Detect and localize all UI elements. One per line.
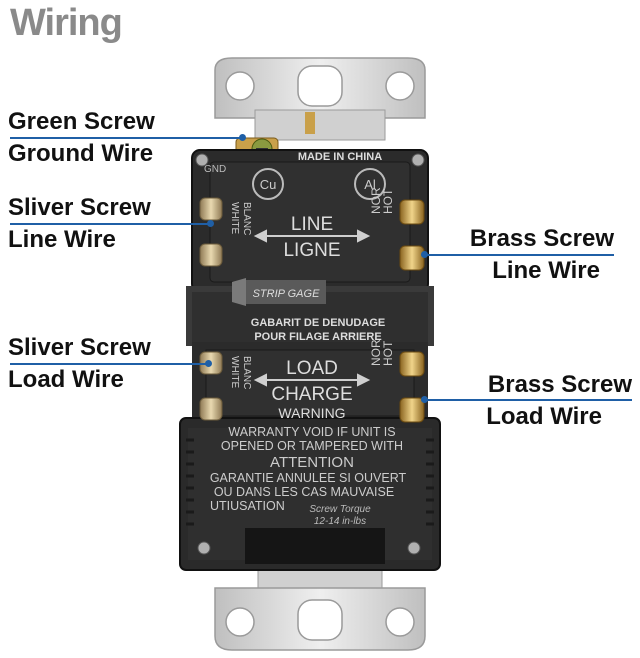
callout-silver-line-l1: Sliver Screw (8, 194, 151, 221)
callout-brass-line: Brass Screw Line Wire (470, 223, 614, 287)
silver-line-screws-icon (199, 197, 223, 267)
callout-silver-line: Sliver Screw Line Wire (8, 192, 151, 256)
callout-line-silver-load (10, 363, 208, 365)
white-text-upper: WHITE (229, 202, 240, 235)
garantie-line1: GARANTIE ANNULEE SI OUVERT (210, 471, 407, 485)
made-in-text: MADE IN CHINA (298, 151, 382, 163)
load-text: LOAD (286, 358, 338, 379)
brass-line-screws-icon (399, 199, 425, 271)
top-mounting-strap (214, 57, 426, 141)
garantie-line3: UTIUSATION (210, 499, 285, 513)
callout-green-l2: Ground Wire (8, 140, 154, 167)
callout-dot-brass-load (421, 396, 428, 403)
warning-text: WARNING (278, 405, 345, 421)
nor-text-upper: NOR (369, 187, 383, 214)
gabarit-line2: POUR FILAGE ARRIERE (254, 331, 381, 343)
callout-silver-load-l1: Sliver Screw (8, 334, 151, 361)
hot-text-upper: HOT (381, 188, 395, 214)
callout-brass-line-l1: Brass Screw (469, 225, 614, 252)
torque-line2: 12-14 in-lbs (314, 516, 366, 527)
callout-brass-load-l2: Load Wire (486, 403, 602, 430)
callout-line-brass-line (424, 254, 614, 256)
warranty-line1: WARRANTY VOID IF UNIT IS (228, 425, 395, 439)
strip-gage-text: STRIP GAGE (253, 288, 320, 300)
callout-dot-green (239, 134, 246, 141)
attention-text: ATTENTION (270, 454, 354, 471)
callout-green-l1: Green Screw (8, 108, 155, 135)
callout-brass-load-l1: Brass Screw (487, 371, 632, 398)
al-circle (354, 168, 386, 200)
serrated-edges (186, 438, 434, 526)
page-title: Wiring (10, 2, 123, 44)
callout-brass-load: Brass Screw Load Wire (486, 369, 632, 433)
hot-text-lower: HOT (381, 340, 395, 366)
callout-silver-load-l2: Load Wire (8, 366, 124, 393)
line-arrow-icon (253, 229, 371, 243)
callout-line-green (10, 137, 242, 139)
brass-load-screws-icon (399, 351, 425, 423)
callout-brass-line-l2: Line Wire (492, 257, 600, 284)
callout-green-screw: Green Screw Ground Wire (8, 106, 155, 170)
callout-silver-load: Sliver Screw Load Wire (8, 332, 151, 396)
bottom-mounting-strap (214, 559, 426, 651)
garantie-line2: OU DANS LES CAS MAUVAISE (214, 485, 394, 499)
callout-silver-line-l2: Line Wire (8, 226, 116, 253)
gabarit-line1: GABARIT DE DENUDAGE (251, 317, 385, 329)
warranty-line2: OPENED OR TAMPERED WITH (221, 439, 403, 453)
callout-dot-silver-line (207, 220, 214, 227)
blanc-text-upper: BLANC (241, 202, 252, 235)
cu-text: Cu (260, 177, 277, 192)
callout-dot-brass-line (421, 251, 428, 258)
callout-line-silver-line (10, 223, 210, 225)
gnd-text: GND (204, 164, 226, 175)
callout-dot-silver-load (205, 360, 212, 367)
corner-screw-icons (195, 153, 425, 555)
ligne-text: LIGNE (283, 240, 340, 261)
blanc-text-lower: BLANC (241, 356, 252, 389)
charge-text: CHARGE (271, 384, 352, 405)
al-text: Al (364, 177, 376, 192)
white-text-lower: WHITE (229, 356, 240, 389)
line-text: LINE (291, 214, 333, 235)
torque-line1: Screw Torque (309, 504, 371, 515)
cu-circle (252, 168, 284, 200)
strip-gage-bar (232, 278, 326, 306)
nor-text-lower: NOR (369, 339, 383, 366)
load-arrow-icon (253, 373, 371, 387)
callout-line-brass-load (424, 399, 632, 401)
